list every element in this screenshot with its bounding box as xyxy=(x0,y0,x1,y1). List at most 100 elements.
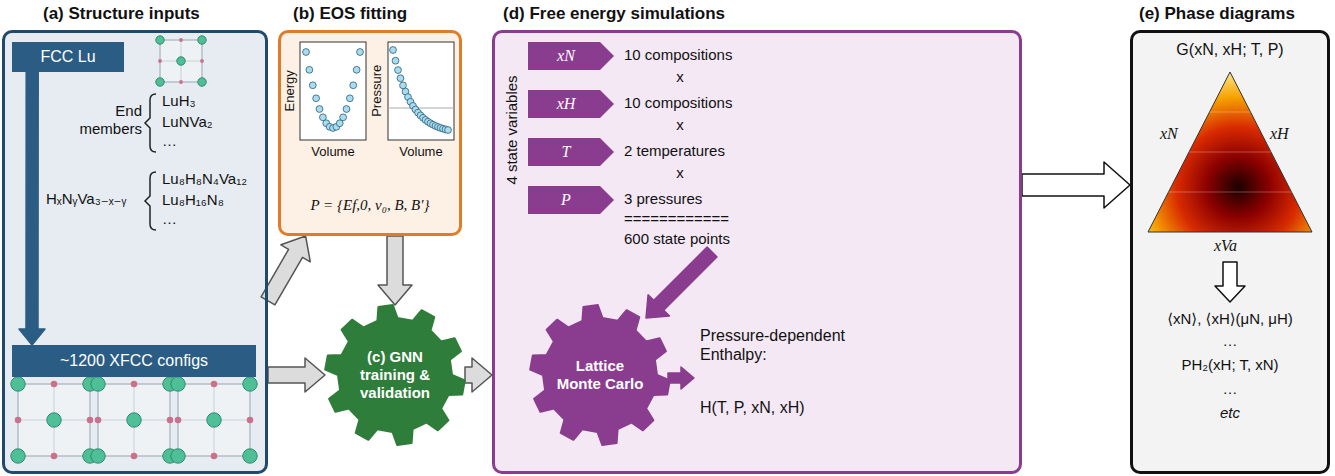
data-point xyxy=(309,82,316,89)
plot-frame xyxy=(388,42,454,140)
state-variable-arrow: T xyxy=(528,138,614,166)
connector-arrow xyxy=(261,236,310,305)
lu-atom xyxy=(47,413,61,427)
pentagon-arrow xyxy=(528,186,614,214)
lu-atom xyxy=(198,78,206,86)
panel-fill xyxy=(1131,31,1329,473)
flow-connector xyxy=(1022,162,1130,208)
pentagon-arrow-shape xyxy=(528,138,614,166)
lu-atom xyxy=(198,36,206,44)
connector-arrow xyxy=(378,236,412,305)
interstitial-atom xyxy=(211,453,217,459)
panel-heading: (a) Structure inputs xyxy=(43,4,200,24)
gear-node: Lattice Monte Carlo xyxy=(530,305,670,445)
annotation-text: HₓNᵧVa₃₋ₓ₋ᵧ xyxy=(46,190,126,208)
annotation-text: Volume xyxy=(388,144,454,160)
bracket xyxy=(145,94,156,152)
lu-atom xyxy=(156,36,164,44)
annotation-text: G(xN, xH; T, P) xyxy=(1136,40,1324,59)
interstitial-atom xyxy=(179,80,183,84)
data-point xyxy=(350,82,357,89)
pentagon-arrow xyxy=(528,42,614,70)
lu-atom xyxy=(207,413,221,427)
annotation-text: H(T, P, xN, xH) xyxy=(700,398,805,417)
annotation-text: Lu₈H₈N₄Va₁₂ xyxy=(162,170,247,188)
box-label: FCC Lu xyxy=(40,48,95,66)
gear-label: Lattice Monte Carlo xyxy=(552,357,648,393)
annotation-text: x xyxy=(624,68,736,86)
annotation-text: 3 pressures xyxy=(624,190,702,208)
annotation-text: xN xyxy=(1160,124,1178,143)
annotation-text: … xyxy=(162,210,177,228)
variable-label: xN xyxy=(557,47,575,65)
data-point xyxy=(346,95,353,102)
data-point xyxy=(390,47,397,54)
connector-arrow xyxy=(268,358,325,392)
annotation-text: ============ xyxy=(624,210,729,228)
annotation-text: … xyxy=(1136,380,1324,398)
data-point xyxy=(445,127,452,134)
flow-arrow xyxy=(646,247,717,318)
lu-atom xyxy=(243,377,257,391)
interstitial-atom xyxy=(158,59,162,63)
panel-fill xyxy=(279,31,461,235)
pentagon-arrow xyxy=(528,90,614,118)
gear-body xyxy=(340,320,450,430)
data-point xyxy=(316,106,323,113)
annotation-text: xH xyxy=(1270,124,1289,143)
axis-label: Energy xyxy=(282,70,298,111)
crystal-cell xyxy=(160,40,202,82)
interstitial-atom xyxy=(51,381,57,387)
panel-heading: (b) EOS fitting xyxy=(293,4,407,24)
annotation-text: x xyxy=(624,116,736,134)
lu-atom xyxy=(171,377,185,391)
zero-line xyxy=(388,108,454,109)
interstitial-atom xyxy=(131,453,137,459)
annotation-text: ⟨xN⟩, ⟨xH⟩(μN, μH) xyxy=(1136,310,1324,328)
data-point xyxy=(395,67,402,74)
flow-connector xyxy=(19,72,45,345)
grid-line xyxy=(1189,152,1271,153)
data-point xyxy=(343,106,350,113)
annotation-text: … xyxy=(1136,332,1324,350)
annotation-text: 10 compositions xyxy=(624,94,732,112)
variable-label: P xyxy=(561,191,571,209)
annotation-text: Volume xyxy=(300,144,366,160)
crystal-cell xyxy=(98,384,170,456)
pentagon-arrow xyxy=(528,138,614,166)
annotation-text: etc xyxy=(1136,404,1324,422)
data-point xyxy=(353,66,360,73)
annotation-text: 2 temperatures xyxy=(624,142,725,160)
interstitial-atom xyxy=(175,417,181,423)
variable-label: T xyxy=(562,143,571,161)
lu-atom xyxy=(91,377,105,391)
connector-arrow xyxy=(1022,162,1130,208)
flow-connector xyxy=(268,358,325,392)
data-point xyxy=(357,49,364,56)
annotation-text: 10 compositions xyxy=(624,46,732,64)
state-variable-arrow: xN xyxy=(528,42,614,70)
lu-atom xyxy=(171,449,185,463)
flow-connector xyxy=(465,358,492,392)
annotation-text: Pressure-dependent Enthalpy: xyxy=(700,326,860,364)
panel-heading: (e) Phase diagrams xyxy=(1139,4,1295,24)
flow-connector xyxy=(378,236,412,305)
data-point xyxy=(400,82,407,89)
data-point xyxy=(340,114,347,121)
interstitial-atom xyxy=(87,417,93,423)
box-label: ~1200 XFCC configs xyxy=(60,352,208,370)
interstitial-atom xyxy=(131,381,137,387)
data-point xyxy=(303,49,310,56)
bracket xyxy=(145,172,156,230)
data-point xyxy=(397,75,404,82)
annotation-text: … xyxy=(162,132,177,150)
flow-connector xyxy=(261,236,310,305)
annotation-text: LuNVa₂ xyxy=(162,113,213,131)
flow-arrow xyxy=(1215,262,1245,302)
gear-label: (c) GNN training & validation xyxy=(347,348,443,402)
lu-atom xyxy=(177,57,185,65)
process-box: ~1200 XFCC configs xyxy=(12,345,256,377)
lu-atom xyxy=(127,413,141,427)
interstitial-atom xyxy=(247,417,253,423)
lu-atom xyxy=(91,449,105,463)
